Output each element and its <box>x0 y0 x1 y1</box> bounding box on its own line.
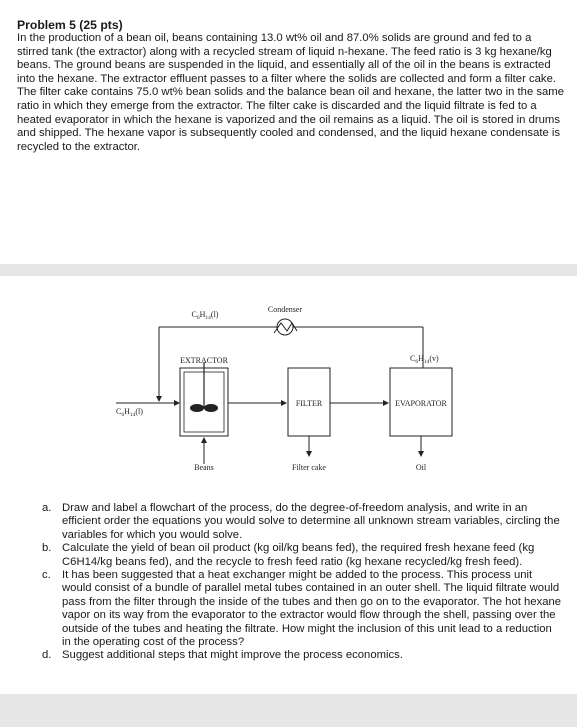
question-marker: a. <box>42 502 52 514</box>
oil-label: Oil <box>416 463 427 472</box>
question-text: Suggest additional steps that might impr… <box>62 649 403 662</box>
flowchart-svg: Condenser C6H14(l) C6H14(v) C6H14(l) EXT… <box>116 305 453 472</box>
problem-title: Problem 5 (25 pts) <box>17 18 123 32</box>
vapor-stream-label: C6H14(v) <box>410 354 439 365</box>
question-marker: d. <box>42 649 52 662</box>
footer-band <box>0 694 577 727</box>
question-d: d. Suggest additional steps that might im… <box>42 649 562 662</box>
question-text: Draw and label a flowchart of the proces… <box>62 502 560 541</box>
problem-statement: Problem 5 (25 pts) In the production of … <box>17 18 565 154</box>
question-text: Calculate the yield of bean oil product … <box>62 542 535 568</box>
question-marker: b. <box>42 542 52 555</box>
condenser-icon <box>276 318 294 336</box>
agitator-blade-icon <box>190 404 204 412</box>
filter-box <box>287 367 331 437</box>
evaporator-label: EVAPORATOR <box>395 399 447 408</box>
condenser-label: Condenser <box>268 305 303 314</box>
question-c: c. It has been suggested that a heat exch… <box>42 569 562 649</box>
fresh-feed-label: C6H14(l) <box>116 407 143 418</box>
divider-band <box>0 264 577 276</box>
process-flowchart: Condenser C6H14(l) C6H14(v) C6H14(l) EXT… <box>110 304 470 484</box>
question-b: b. Calculate the yield of bean oil produc… <box>42 542 562 569</box>
beans-label: Beans <box>194 463 214 472</box>
question-marker: c. <box>42 569 51 582</box>
question-text: It has been suggested that a heat exchan… <box>62 569 562 649</box>
filter-label: FILTER <box>296 399 323 408</box>
question-list: a. Draw and label a flowchart of the proc… <box>42 502 562 663</box>
evaporator-box <box>389 367 453 437</box>
filter-cake-label: Filter cake <box>292 463 326 472</box>
problem-body: In the production of a bean oil, beans c… <box>17 32 564 153</box>
recycle-stream-label: C6H14(l) <box>192 310 219 321</box>
question-a: a. Draw and label a flowchart of the proc… <box>42 502 562 542</box>
agitator-blade-icon <box>204 404 218 412</box>
condenser-coil-icon <box>273 322 298 334</box>
extractor-label: EXTRACTOR <box>180 356 229 365</box>
